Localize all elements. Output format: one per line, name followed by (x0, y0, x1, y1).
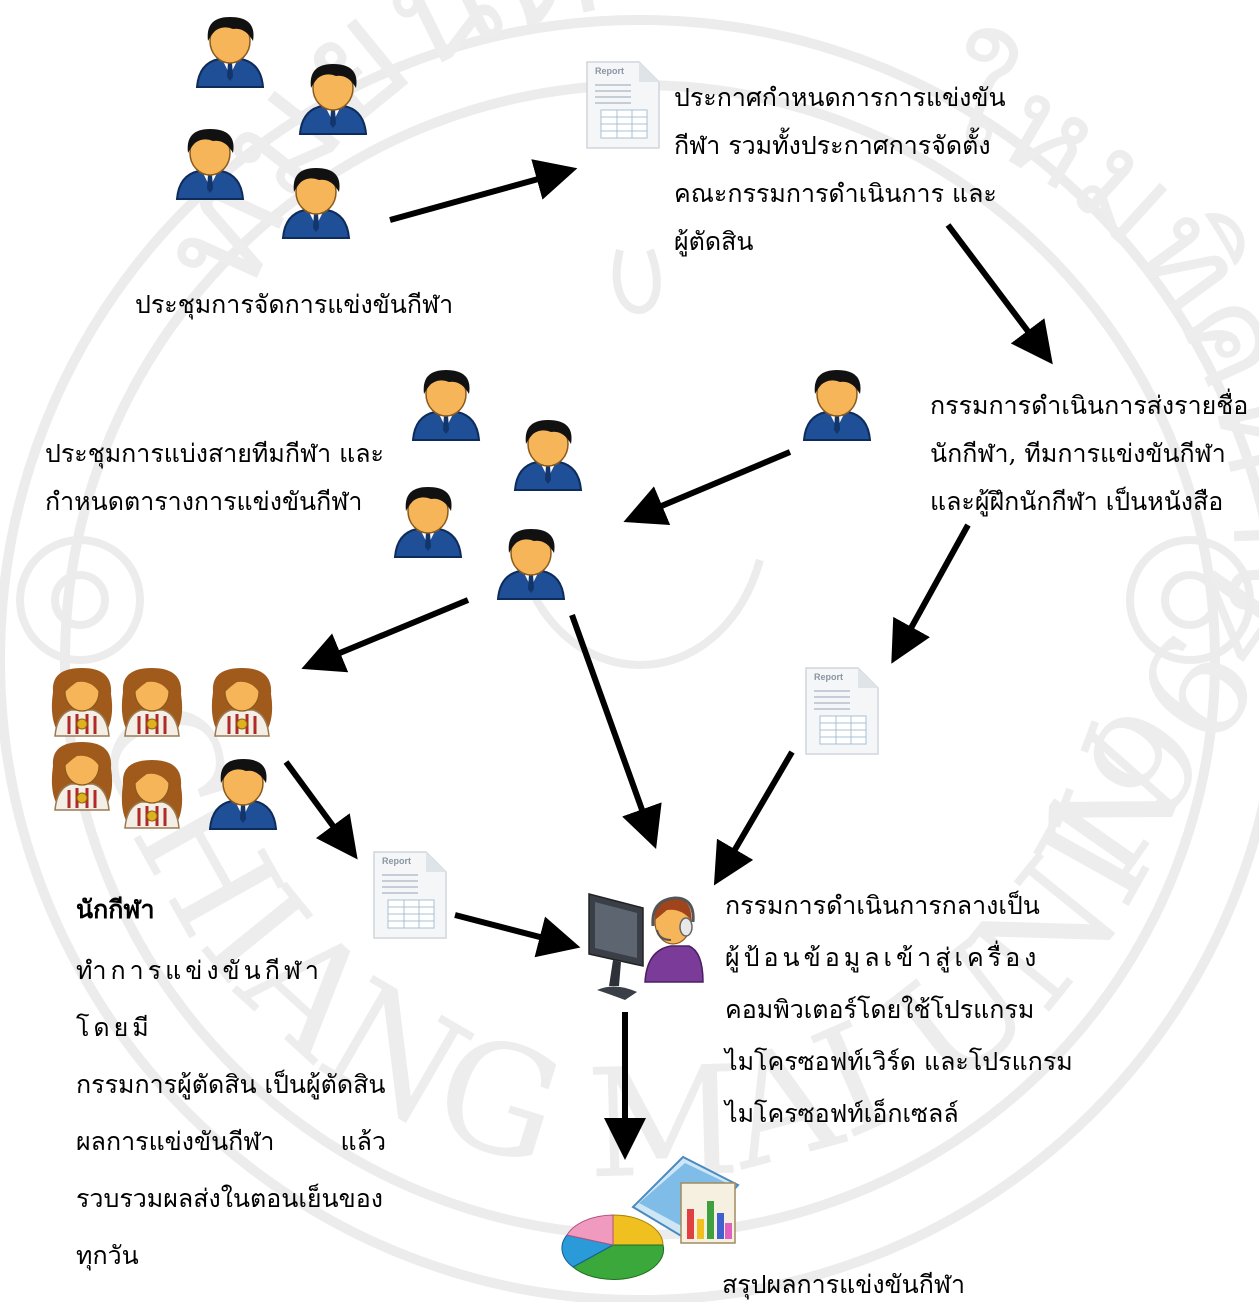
central-committee-line: กรรมการดำเนินการกลางเป็น (725, 891, 1040, 920)
summary-label: สรุปผลการแข่งขันกีฬา (722, 1270, 965, 1299)
meeting-management-label: ประชุมการจัดการแข่งขันกีฬา (135, 290, 454, 319)
person-icon (298, 64, 368, 135)
committee-submit-line: กรรมการดำเนินการส่งรายชื่อ (930, 391, 1249, 420)
arrow-report-to-computer (713, 750, 795, 886)
athlete-icon (51, 668, 113, 737)
meeting-schedule-line: ประชุมการแบ่งสายทีมกีฬา และ (45, 439, 384, 468)
athletes-line: ผลการแข่งขันกีฬา แล้ว (76, 1127, 386, 1156)
committee-submit-text: กรรมการดำเนินการส่งรายชื่อ นักกีฬา, ทีมก… (930, 382, 1248, 526)
announcement-text: ประกาศกำหนดการการแข่งขัน กีฬา รวมทั้งประ… (674, 74, 1006, 266)
athletes-line: ทำการแข่งขันกีฬา โดยมี (76, 956, 323, 1042)
report-icon-label: Report (595, 66, 624, 76)
central-committee-line: ไมโครซอฟท์เวิร์ด และโปรแกรม (725, 1047, 1073, 1076)
central-committee-line: คอมพิวเตอร์โดยใช้โปรแกรม (725, 995, 1035, 1024)
arrow-committee-to-report (891, 523, 971, 664)
summary-report-icon (561, 1155, 740, 1280)
arrow-schedule-to-computer (569, 613, 662, 849)
arrow-report-to-computer-2 (454, 912, 581, 958)
athletes-line: กรรมการผู้ตัดสิน เป็นผู้ตัดสิน (76, 1070, 386, 1099)
committee-submit-line: และผู้ฝึกนักกีฬา เป็นหนังสือ (930, 487, 1224, 516)
person-icon (175, 129, 245, 200)
arrow-meeting-to-announcement (389, 159, 578, 223)
announcement-line: ผู้ตัดสิน (674, 227, 754, 256)
person-icon (513, 420, 583, 491)
person-icon (281, 168, 351, 239)
person-icon (496, 529, 566, 600)
arrow-athletes-to-report (283, 760, 358, 860)
announcement-line: ประกาศกำหนดการการแข่งขัน (674, 83, 1006, 112)
central-committee-line: ผู้ป้อนข้อมูลเข้าสู่เครื่อง (725, 943, 1041, 972)
athlete-icon (121, 760, 183, 829)
announcement-line: กีฬา รวมทั้งประกาศการจัดตั้ง (674, 131, 991, 160)
report-icon: Report (586, 61, 660, 149)
person-icon (195, 17, 265, 88)
report-icon-label: Report (382, 856, 411, 866)
athlete-icon (211, 668, 273, 737)
athletes-title: นักกีฬา (76, 895, 155, 924)
person-icon (802, 370, 872, 441)
athletes-line: ทุกวัน (76, 1241, 139, 1270)
meeting-schedule-line: กำหนดตารางการแข่งขันกีฬา (45, 487, 363, 516)
arrow-schedule-to-athletes (301, 597, 470, 673)
report-icon-label: Report (814, 672, 843, 682)
arrow-announcement-to-committee (945, 223, 1053, 365)
athlete-icon (51, 742, 113, 811)
meeting-schedule-text: ประชุมการแบ่งสายทีมกีฬา และ กำหนดตารางกา… (45, 430, 384, 526)
report-icon: Report (805, 667, 879, 755)
person-icon (393, 487, 463, 558)
committee-submit-line: นักกีฬา, ทีมการแข่งขันกีฬา (930, 439, 1226, 468)
athlete-icon (121, 668, 183, 737)
computer-operator-icon (588, 893, 704, 1000)
athletes-line: รวบรวมผลส่งในตอนเย็นของ (76, 1184, 383, 1213)
central-committee-text: กรรมการดำเนินการกลางเป็น ผู้ป้อนข้อมูลเข… (725, 880, 1073, 1140)
report-icon: Report (373, 851, 447, 939)
person-icon (208, 759, 278, 830)
central-committee-line: ไมโครซอฟท์เอ็กเซลล์ (725, 1099, 959, 1128)
person-icon (411, 370, 481, 441)
athletes-text: ทำการแข่งขันกีฬา โดยมี กรรมการผู้ตัดสิน … (76, 942, 386, 1284)
arrow-committee-to-schedule (623, 449, 792, 526)
announcement-line: คณะกรรมการดำเนินการ และ (674, 179, 997, 208)
